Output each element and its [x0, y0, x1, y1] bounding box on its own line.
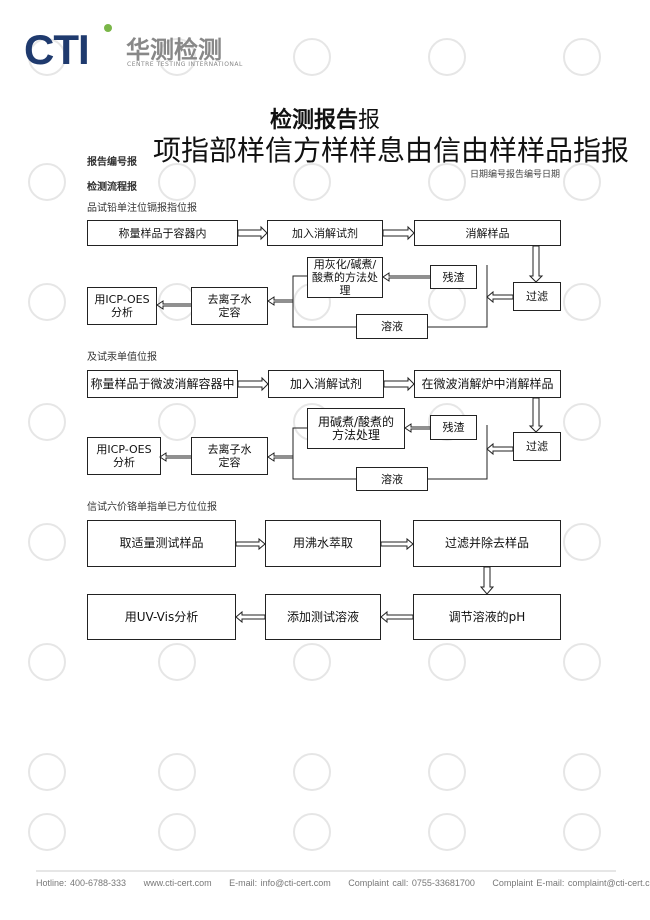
watermark-logo	[158, 753, 196, 791]
page-title: 检测报告报	[0, 102, 650, 134]
watermark-logo	[158, 38, 196, 76]
footer: Hotline: 400-6788-333 www.cti-cert.com E…	[36, 878, 650, 888]
flow3-label: 信试六价铬单指单已方位位报	[87, 502, 217, 513]
watermark-logo	[158, 403, 196, 441]
footer-complaint-email[interactable]: Complaint E-mail: complaint@cti-cert.com	[492, 878, 650, 888]
watermark-logo	[28, 283, 66, 321]
watermark-logo	[563, 643, 601, 681]
flow2-icp: 用ICP-OES分析	[87, 437, 161, 475]
watermark-logo	[563, 403, 601, 441]
arrows-flow2	[159, 376, 544, 480]
watermark-logo	[28, 403, 66, 441]
process-heading: 检测流程报	[87, 182, 137, 193]
watermark-logo	[28, 813, 66, 851]
flow1-treatment: 用灰化/碱煮/酸煮的方法处理	[307, 257, 383, 298]
flow2-treatment: 用碱煮/酸煮的方法处理	[307, 408, 405, 449]
watermark-logo	[428, 813, 466, 851]
flow2-residue: 残渣	[430, 415, 477, 440]
watermark-logo	[28, 163, 66, 201]
flow2-filter: 过滤	[513, 432, 561, 461]
watermark-logo	[428, 643, 466, 681]
flow1-residue: 残渣	[430, 265, 477, 289]
watermark-logo	[158, 643, 196, 681]
watermark-logo	[28, 643, 66, 681]
flow2-add-reagent: 加入消解试剂	[268, 370, 384, 398]
flow3-take-sample: 取适量测试样品	[87, 520, 236, 567]
flow3-adjust-ph: 调节溶液的pH	[413, 594, 561, 640]
logo-cn: 华测检测	[126, 36, 222, 64]
watermark-logo	[293, 38, 331, 76]
watermark-logo	[428, 753, 466, 791]
logo-en: CENTRE TESTING INTERNATIONAL	[127, 61, 243, 68]
watermark-logo	[158, 163, 196, 201]
report-no-label: 报告编号报	[87, 157, 137, 168]
flow1-filter: 过滤	[513, 282, 561, 311]
watermark-logo	[28, 753, 66, 791]
arrows-flow3	[235, 537, 495, 624]
arrows-flow1	[156, 225, 544, 328]
flow2-solution: 溶液	[356, 467, 428, 491]
flow1-add-reagent: 加入消解试剂	[267, 220, 383, 246]
flow1-dilute: 去离子水定容	[191, 287, 268, 325]
logo-dot	[104, 24, 112, 32]
watermark-logo	[158, 813, 196, 851]
watermark-logo	[293, 643, 331, 681]
watermark-logo	[563, 813, 601, 851]
watermark-logo	[563, 163, 601, 201]
watermark-logo	[28, 523, 66, 561]
flow2-weigh: 称量样品于微波消解容器中	[87, 370, 238, 398]
footer-complaint-call: Complaint call: 0755-33681700	[348, 878, 475, 888]
flow2-digest: 在微波消解炉中消解样品	[414, 370, 561, 398]
title-main: 检测报告	[269, 108, 358, 133]
watermark-logo	[293, 813, 331, 851]
footer-hotline: Hotline: 400-6788-333	[36, 878, 127, 888]
watermark-logo	[428, 163, 466, 201]
watermark-logo	[563, 38, 601, 76]
flow1-label: 品试铅单注位镉报指位报	[87, 203, 197, 214]
flow1-digest: 消解样品	[414, 220, 561, 246]
footer-web[interactable]: www.cti-cert.com	[143, 878, 212, 888]
watermark-logo	[293, 753, 331, 791]
footer-email[interactable]: E-mail: info@cti-cert.com	[229, 878, 331, 888]
logo-brand: CTI	[24, 26, 90, 73]
watermark-logo	[293, 163, 331, 201]
flow1-weigh: 称量样品于容器内	[87, 220, 238, 246]
flow1-solution: 溶液	[356, 314, 428, 339]
overlay-small-text: 日期编号报告编号日期	[470, 170, 561, 180]
watermark-logo	[563, 283, 601, 321]
big-overlay-text: 项指部样信方样样息由信由样样品指报	[153, 134, 630, 167]
logo: CTI 华测检测 CENTRE TESTING INTERNATIONAL	[24, 24, 242, 74]
flow3-uv-vis: 用UV-Vis分析	[87, 594, 236, 640]
title-suffix: 报	[358, 108, 381, 133]
flow2-dilute: 去离子水定容	[191, 437, 268, 475]
watermark-logo	[428, 38, 466, 76]
flow2-label: 及试汞单值位报	[87, 352, 157, 363]
watermark-logo	[563, 753, 601, 791]
flow3-filter: 过滤并除去样品	[413, 520, 561, 567]
watermark-logo	[563, 523, 601, 561]
watermark-logo	[28, 38, 66, 76]
flow3-add-solution: 添加测试溶液	[265, 594, 381, 640]
flow1-icp: 用ICP-OES分析	[87, 287, 157, 325]
